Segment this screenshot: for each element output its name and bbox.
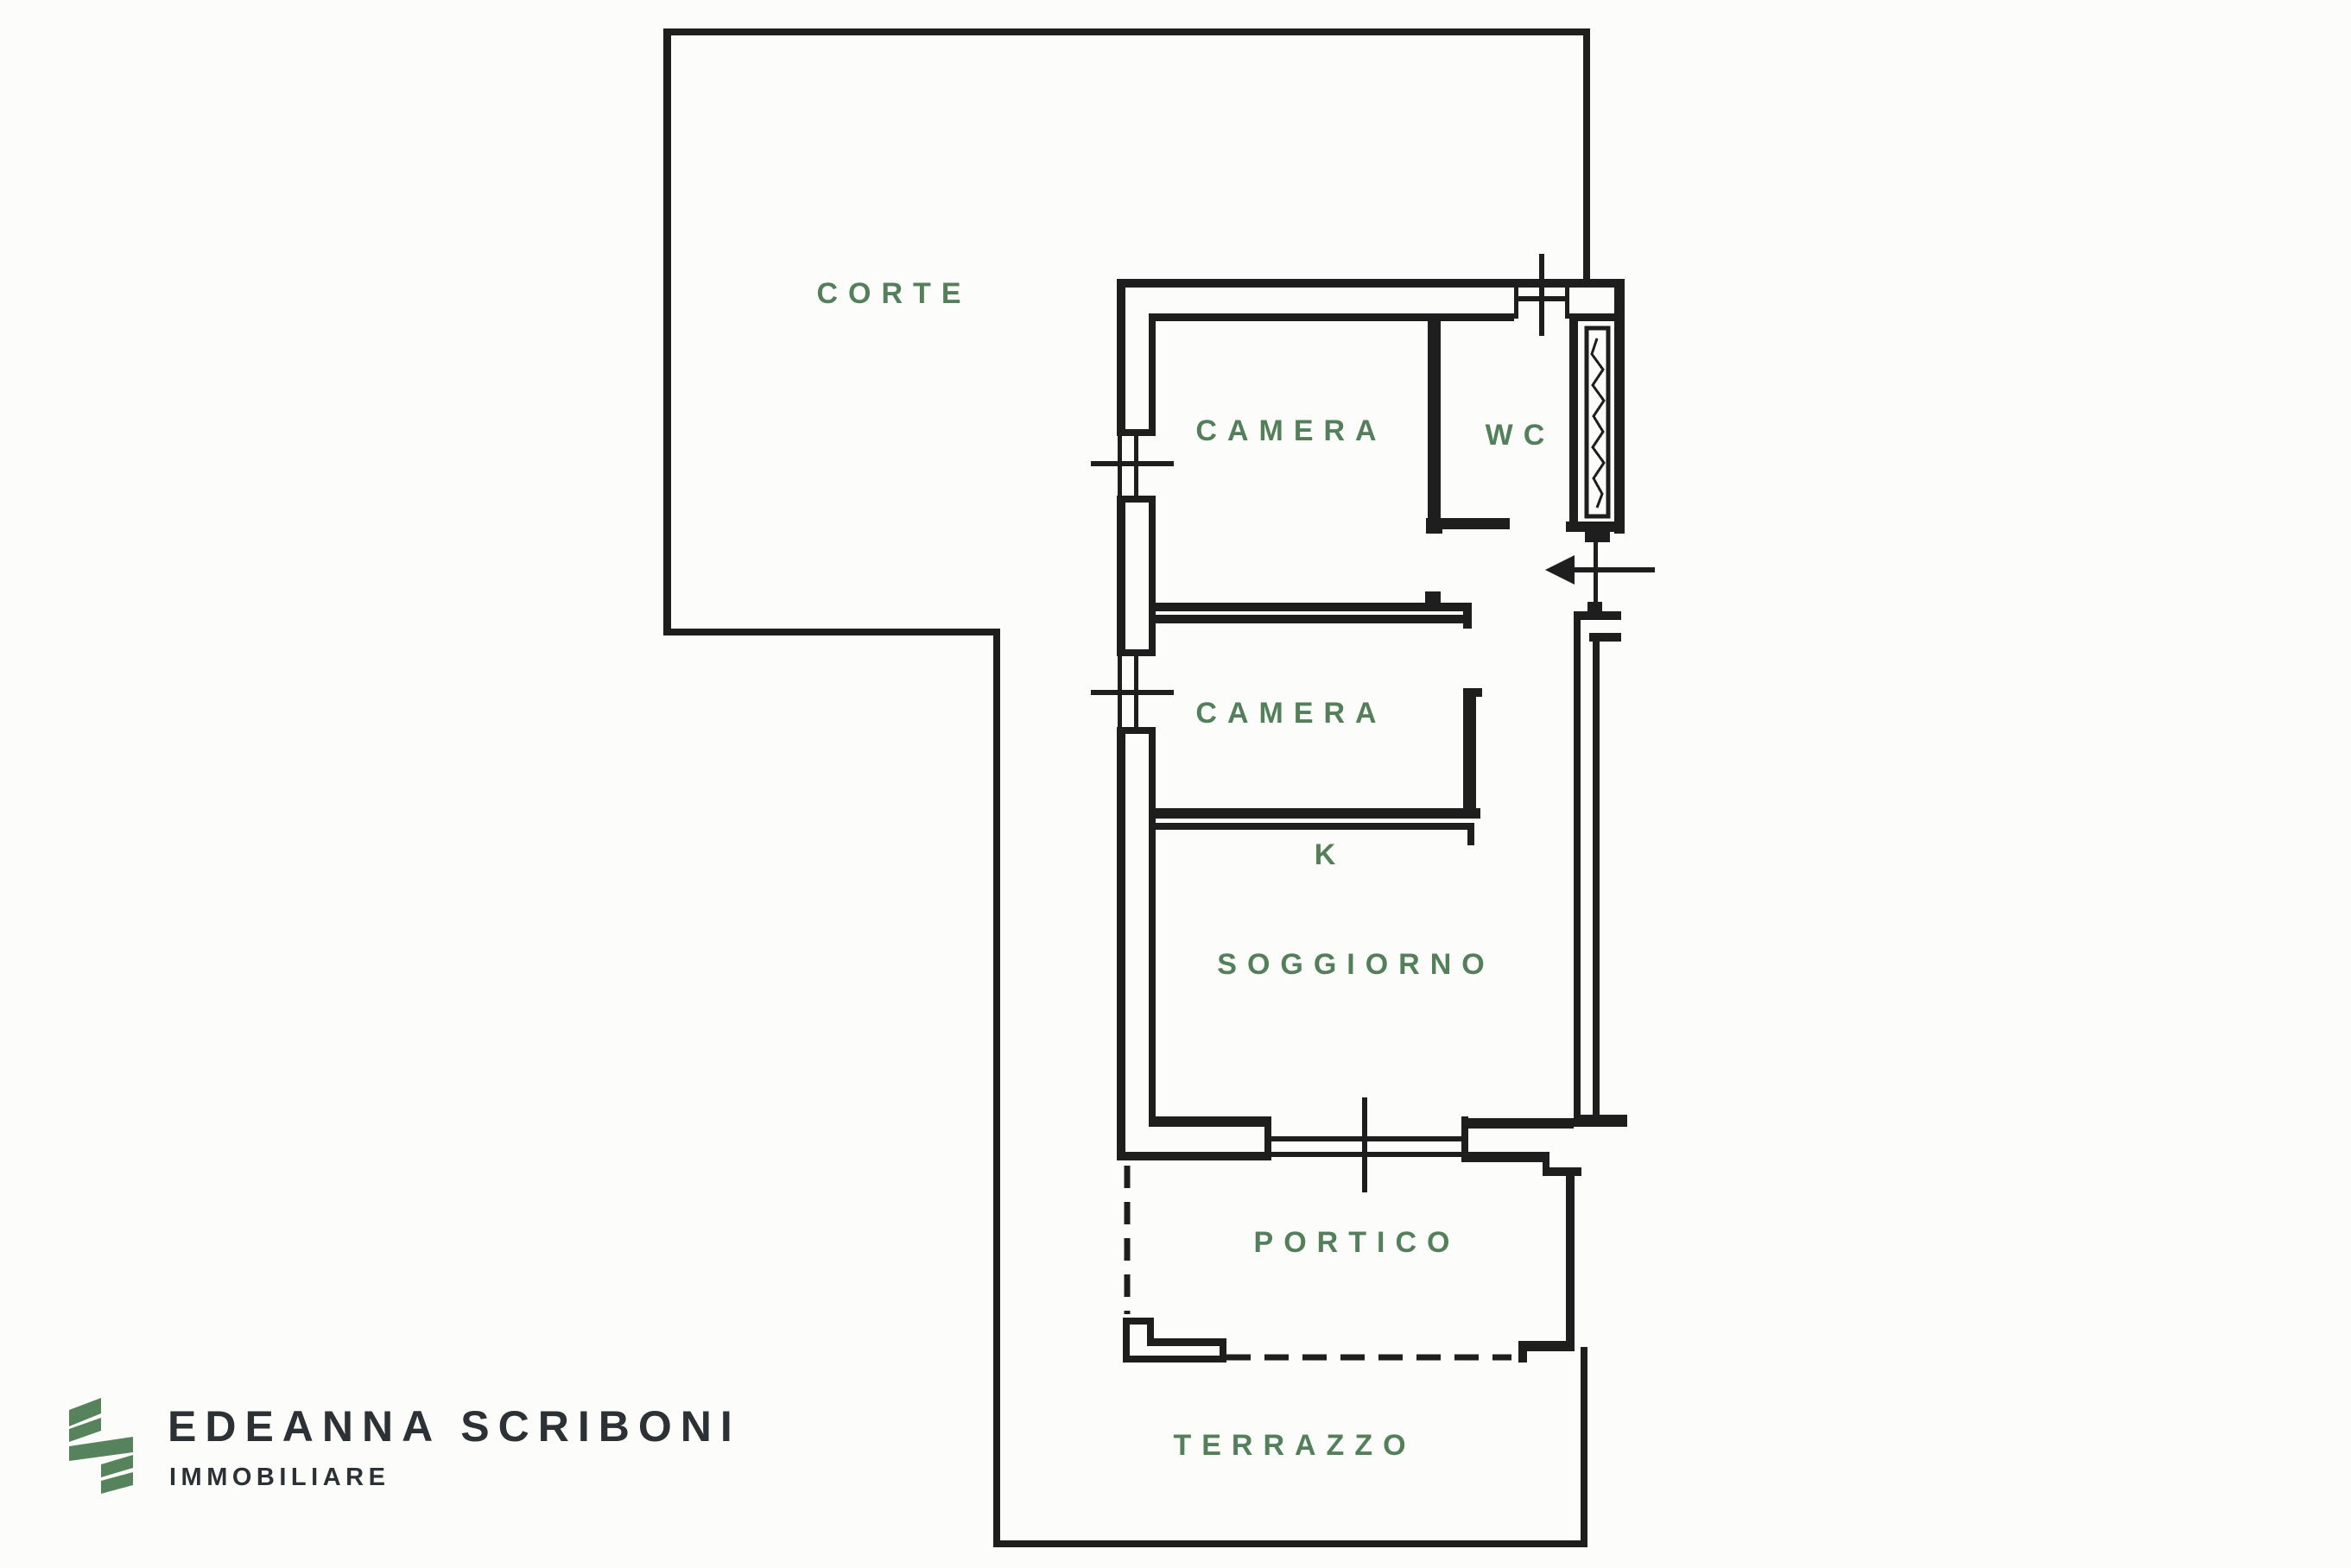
north-wall-inner-right xyxy=(1569,313,1619,321)
north-window-jamb-left xyxy=(1514,288,1518,319)
room-label-terrazzo: TERRAZZO xyxy=(1173,1429,1416,1462)
east-window-cap-second xyxy=(1589,633,1621,642)
west-wall-outer-c xyxy=(1117,731,1125,1160)
room-label-camera-top: CAMERA xyxy=(1195,414,1387,447)
entrance-arrow-icon xyxy=(1545,555,1575,585)
south-wall-outer-right xyxy=(1461,1152,1549,1162)
north-wall-outer xyxy=(1117,279,1625,288)
room-label-wc: WC xyxy=(1485,419,1556,452)
entry-jamb-bottom xyxy=(1587,602,1602,611)
south-east-step-horizontal xyxy=(1543,1167,1581,1176)
logo-stripe-5 xyxy=(101,1472,133,1494)
west-window2-hatch-tick xyxy=(1091,690,1174,695)
north-window-hatch-tick xyxy=(1539,254,1544,336)
west-window1-cap-bottom xyxy=(1117,496,1156,503)
corte-wall-left xyxy=(663,28,671,635)
logo-stripe-1 xyxy=(69,1398,101,1426)
radiator-icon xyxy=(1584,326,1611,519)
west-window1-hatch-tick xyxy=(1091,461,1174,466)
camera-partition-lower-line xyxy=(1153,615,1470,623)
east-window-cap-top xyxy=(1574,611,1621,620)
wc-wall-right-outer xyxy=(1614,288,1625,534)
west-wall-inner-b xyxy=(1149,503,1156,649)
logo-stripe-4 xyxy=(101,1455,133,1477)
portico-step-bottom xyxy=(1123,1356,1226,1363)
west-wall-outer-a xyxy=(1117,288,1125,432)
south-window-hatch-tick xyxy=(1362,1097,1367,1192)
terrazzo-wall-right xyxy=(1581,1347,1587,1547)
portico-foot-horizontal xyxy=(1518,1341,1575,1351)
logo-stripe-2 xyxy=(69,1418,101,1442)
room-label-camera-mid: CAMERA xyxy=(1195,697,1387,730)
camera-partition-upper-line xyxy=(1153,603,1470,611)
room-label-corte: CORTE xyxy=(816,277,972,310)
corte-wall-right xyxy=(1583,28,1590,281)
east-window-glass-b xyxy=(1593,642,1600,1116)
room-label-soggiorno: SOGGIORNO xyxy=(1217,948,1495,981)
east-window-cap-bottom xyxy=(1574,1115,1627,1127)
room-label-portico: PORTICO xyxy=(1253,1226,1461,1259)
corte-wall-bottom xyxy=(663,629,1000,635)
camera2-wall-right xyxy=(1463,688,1476,819)
south-window-cap-left xyxy=(1264,1116,1271,1160)
camera1-door-jamb-nub xyxy=(1425,591,1441,603)
south-window-cap-right xyxy=(1461,1116,1468,1162)
camera1-wc-partition xyxy=(1428,321,1441,520)
south-east-step-vertical xyxy=(1543,1160,1549,1173)
camera2-wall-bottom-inner xyxy=(1153,823,1474,830)
wc-wall-right-inner xyxy=(1569,321,1578,525)
portico-step-top xyxy=(1123,1318,1154,1325)
west-window1-cap-top xyxy=(1117,429,1156,436)
south-wall-outer-left xyxy=(1117,1152,1271,1160)
portico-step-left-edge xyxy=(1123,1318,1130,1363)
east-window-glass-a xyxy=(1574,620,1581,1116)
west-window2-cap-top xyxy=(1117,649,1156,656)
agency-logo-icon xyxy=(69,1398,133,1494)
portico-foot-vertical xyxy=(1518,1351,1527,1363)
portico-step-tread xyxy=(1147,1338,1226,1346)
entrance-arrow-shaft xyxy=(1555,567,1655,572)
radiator-coil xyxy=(1590,338,1606,509)
wc-wall-bottom-left xyxy=(1441,518,1510,529)
portico-step-riser-b xyxy=(1220,1338,1226,1363)
west-wall-outer-b xyxy=(1117,499,1125,652)
portico-step-riser-a xyxy=(1147,1318,1154,1345)
agency-tagline: IMMOBILIARE xyxy=(169,1464,390,1491)
room-label-kitchen: K xyxy=(1314,838,1347,871)
wc-wall-bottom-right xyxy=(1566,522,1625,532)
north-wall-inner-left xyxy=(1149,313,1514,321)
west-wall-inner-a xyxy=(1149,321,1156,429)
north-window-jamb-right xyxy=(1565,288,1569,319)
camera-partition-end xyxy=(1463,603,1472,629)
west-window2-cap-bottom xyxy=(1117,727,1156,734)
camera2-wall-bottom-outer xyxy=(1149,808,1480,819)
corte-wall-top xyxy=(663,28,1590,35)
west-wall-inner-c xyxy=(1149,734,1156,1116)
terrazzo-wall-bottom xyxy=(993,1540,1587,1547)
camera1-wc-partition-foot xyxy=(1426,518,1442,534)
entry-jamb-top xyxy=(1585,532,1610,542)
south-wall-inner-left xyxy=(1149,1116,1271,1127)
south-wall-inner-right xyxy=(1461,1118,1574,1129)
lot-boundary-left xyxy=(993,629,1000,1546)
logo-stripe-3 xyxy=(69,1437,133,1461)
camera2-wall-bottom-elbow xyxy=(1467,823,1474,845)
agency-name: EDEANNA SCRIBONI xyxy=(168,1402,741,1451)
portico-wall-right xyxy=(1566,1176,1575,1351)
